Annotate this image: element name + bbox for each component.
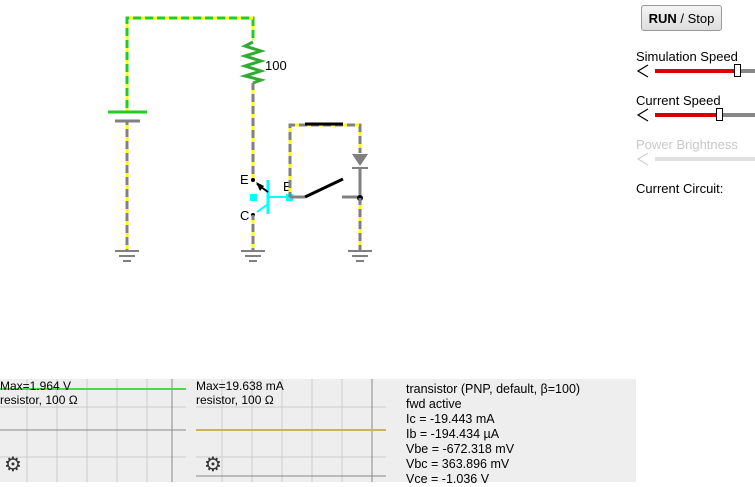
scope-max-label: Max=1.964 V <box>0 379 72 393</box>
wire-top[interactable] <box>125 16 255 112</box>
resistor[interactable] <box>239 40 267 85</box>
chevron-left-icon[interactable] <box>636 64 650 78</box>
circuit-canvas[interactable]: 100 E C B <box>0 0 630 375</box>
collector-label: C <box>240 208 249 223</box>
emitter-label: E <box>240 172 249 187</box>
info-line: Ic = -19.443 mA <box>406 412 495 426</box>
stop-label: / Stop <box>676 10 715 26</box>
info-line: Vbc = 363.896 mV <box>406 457 510 471</box>
current-circuit-label: Current Circuit: <box>636 181 724 196</box>
power-brightness-label: Power Brightness <box>636 137 738 152</box>
scope-name-label: resistor, 100 Ω <box>0 393 78 407</box>
scope-panel: Max=1.964 V resistor, 100 Ω ⚙ Max=19.638… <box>0 379 636 482</box>
current-speed-label: Current Speed <box>636 93 721 108</box>
gear-icon[interactable]: ⚙ <box>4 454 22 476</box>
slider-thumb[interactable] <box>734 64 741 77</box>
slider-track[interactable] <box>655 113 755 117</box>
chevron-left-icon[interactable] <box>636 108 650 122</box>
switch[interactable] <box>290 177 363 201</box>
slider-track <box>655 157 755 161</box>
scope-current[interactable]: Max=19.638 mA resistor, 100 Ω ⚙ <box>196 379 386 482</box>
info-line: Ib = -194.434 µA <box>406 427 500 441</box>
scope-grid <box>0 379 186 482</box>
scope-name-label: resistor, 100 Ω <box>196 393 274 407</box>
current-speed-slider[interactable] <box>636 108 755 122</box>
run-stop-button[interactable]: RUN / Stop <box>641 5 722 31</box>
element-info: transistor (PNP, default, β=100) fwd act… <box>406 382 580 487</box>
resistor-value-label: 100 <box>265 58 287 73</box>
scope-voltage[interactable]: Max=1.964 V resistor, 100 Ω ⚙ <box>0 379 186 482</box>
scope-max-label: Max=19.638 mA <box>196 379 284 393</box>
info-line: transistor (PNP, default, β=100) <box>406 382 581 396</box>
pnp-transistor[interactable] <box>250 180 293 214</box>
chevron-left-icon <box>636 152 649 166</box>
info-line: Vce = -1.036 V <box>406 472 490 486</box>
diode[interactable] <box>352 154 368 169</box>
ground-icon <box>348 250 372 262</box>
slider-thumb[interactable] <box>716 108 723 121</box>
ground-icon <box>115 250 139 262</box>
ground-icon <box>241 250 265 262</box>
power-brightness-slider <box>636 152 755 166</box>
simulation-speed-slider[interactable] <box>636 64 755 78</box>
simulation-speed-label: Simulation Speed <box>636 49 738 64</box>
info-line: Vbe = -672.318 mV <box>406 442 515 456</box>
base-label: B <box>283 179 292 194</box>
slider-track[interactable] <box>655 69 755 73</box>
gear-icon[interactable]: ⚙ <box>204 454 222 476</box>
run-label: RUN <box>648 10 677 26</box>
info-line: fwd active <box>406 397 462 411</box>
scope-grid <box>196 379 386 482</box>
